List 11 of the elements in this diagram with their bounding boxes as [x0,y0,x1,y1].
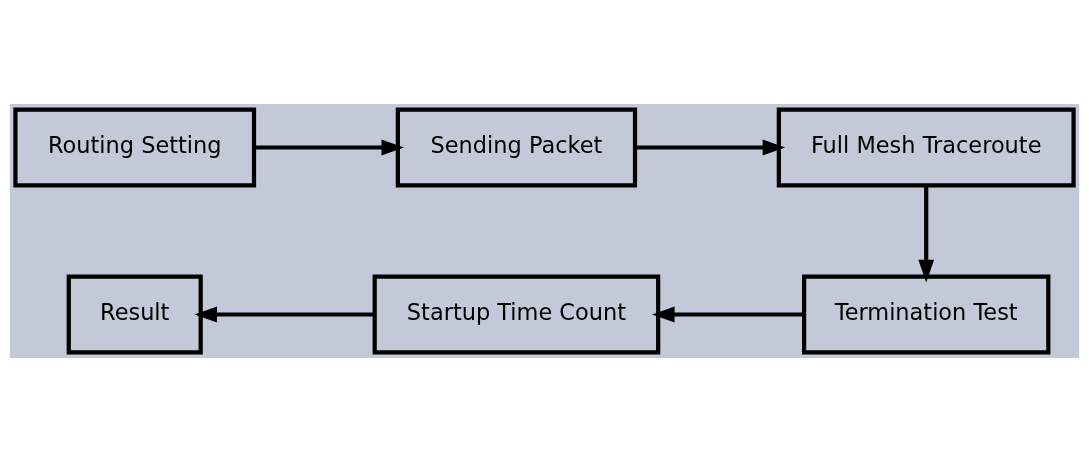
arrow [652,306,804,322]
arrow [918,185,935,282]
node-box: Termination Test [802,274,1051,354]
arrow [254,139,404,155]
node-box: Routing Setting [13,107,257,187]
arrow [635,139,786,155]
node-box: Result [66,274,203,354]
node-box: Startup Time Count [372,274,661,354]
arrow [194,306,375,322]
node-box: Sending Packet [395,107,638,187]
node-box: Full Mesh Traceroute [776,107,1076,187]
